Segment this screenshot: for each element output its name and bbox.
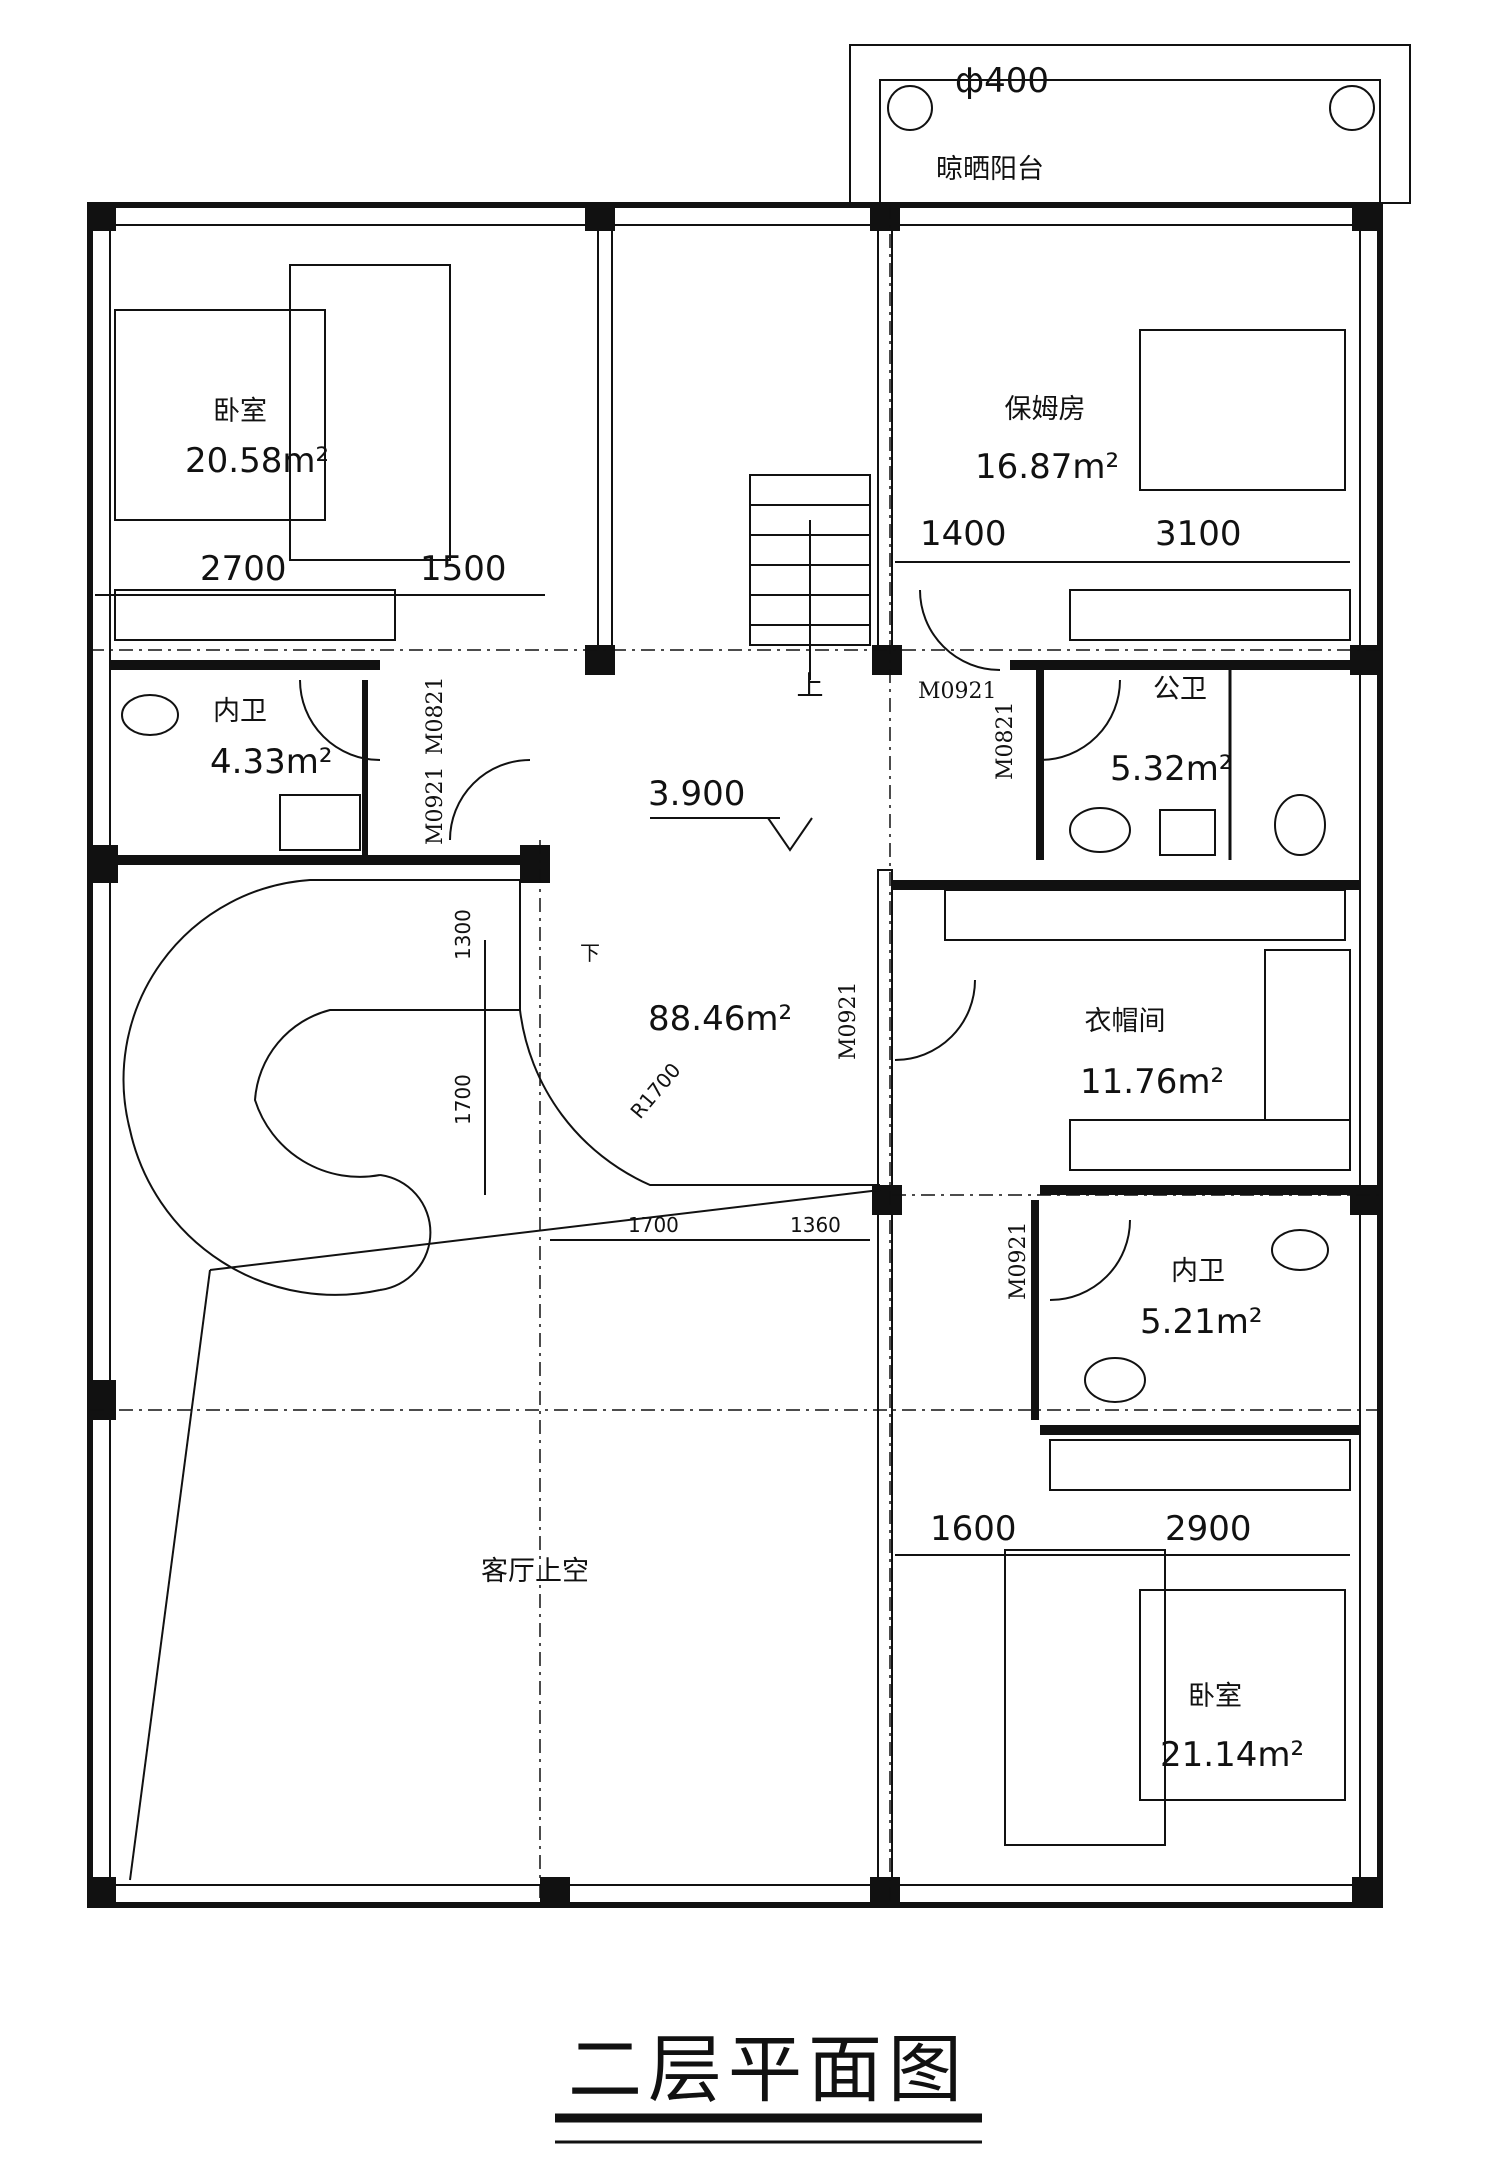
door-code: M0921	[836, 981, 861, 1060]
door-swing	[919, 589, 1001, 671]
room-area: 11.76m²	[1080, 1062, 1224, 1102]
room-area: 20.58m²	[185, 441, 329, 481]
dimension-label: 2900	[1165, 1509, 1252, 1549]
wardrobe	[1069, 1119, 1351, 1171]
dimension-label: 1700	[628, 1213, 679, 1237]
room-name: 内卫	[213, 696, 267, 727]
room-area: 21.14m²	[1160, 1735, 1304, 1775]
level-value: 3.900	[648, 774, 745, 814]
bed-icon	[1139, 1589, 1346, 1801]
tub-icon	[1159, 809, 1216, 856]
wardrobe	[1069, 589, 1351, 641]
dimension-label: 1360	[790, 1213, 841, 1237]
stair-up-mark: 上	[797, 671, 824, 702]
door-code: M0821	[423, 676, 448, 755]
straight-stair	[749, 474, 871, 680]
door-code: M0921	[423, 766, 448, 845]
bed-icon	[1139, 329, 1346, 491]
door-swing	[449, 759, 531, 841]
room-name: 公卫	[1153, 674, 1207, 705]
dimension-label: R1700	[625, 1058, 685, 1123]
door-swing	[894, 979, 976, 1061]
wall	[877, 869, 893, 1881]
stair-down-mark: 下	[580, 941, 600, 965]
room-area: 4.33m²	[210, 742, 332, 782]
room-name: 内卫	[1171, 1256, 1225, 1287]
door-swing	[1049, 1219, 1131, 1301]
door-swing	[299, 679, 381, 761]
toilet-icon	[1274, 794, 1326, 856]
bed-icon	[114, 309, 326, 521]
level-mark	[650, 817, 813, 852]
wardrobe	[1049, 1439, 1351, 1491]
door-codes: M0821 M0921 M0921 M0821 M0921 M0921	[423, 676, 1031, 1300]
page-title: 二层平面图	[568, 2027, 968, 2113]
room-name: 客厅上空	[481, 1556, 589, 1587]
room-name: 卧室	[1188, 1681, 1242, 1712]
dimension-label: ф400	[955, 61, 1049, 101]
toilet-icon	[1271, 1229, 1329, 1271]
room-area: 16.87m²	[975, 447, 1119, 487]
wardrobe	[114, 589, 396, 641]
sink-icon	[1084, 1357, 1146, 1403]
dimension-label: 1700	[451, 1074, 475, 1125]
column-icon	[887, 85, 933, 131]
dimension-label: 1300	[451, 909, 475, 960]
room-name: 保姆房	[1005, 394, 1086, 425]
room-area: 5.32m²	[1110, 749, 1232, 789]
room-area: 5.21m²	[1140, 1302, 1262, 1342]
door-code: M0821	[993, 701, 1018, 780]
balcony-outline	[849, 44, 1411, 204]
toilet-icon	[121, 694, 179, 736]
rug	[289, 264, 451, 561]
room-name: 晾晒阳台	[936, 154, 1044, 185]
room-labels: 卧室 20.58m² 内卫 4.33m² 保姆房 16.87m² 公卫 5.32…	[185, 154, 1304, 1775]
door-code: M0921	[918, 679, 997, 704]
dimension-label: 3100	[1155, 514, 1242, 554]
dimension-label: 1500	[420, 549, 507, 589]
dimension-label: 2700	[200, 549, 287, 589]
dimension-label: 1400	[920, 514, 1007, 554]
exterior-wall-inner	[109, 224, 1361, 1886]
exterior-wall	[87, 202, 1383, 1908]
door-code: M0921	[1006, 1221, 1031, 1300]
desk	[1264, 949, 1351, 1121]
spiral-stair	[122, 879, 880, 1296]
sink-icon	[1069, 807, 1131, 853]
rug	[1004, 1549, 1166, 1846]
wardrobe	[944, 889, 1346, 941]
sink-icon	[279, 794, 361, 851]
door-swing	[1039, 679, 1121, 761]
wall	[877, 227, 893, 669]
room-name: 衣帽间	[1085, 1006, 1166, 1037]
hall-area: 88.46m²	[648, 999, 792, 1039]
column-icon	[1329, 85, 1375, 131]
room-name: 卧室	[213, 396, 267, 427]
wall	[597, 227, 613, 669]
dimension-label: 1600	[930, 1509, 1017, 1549]
